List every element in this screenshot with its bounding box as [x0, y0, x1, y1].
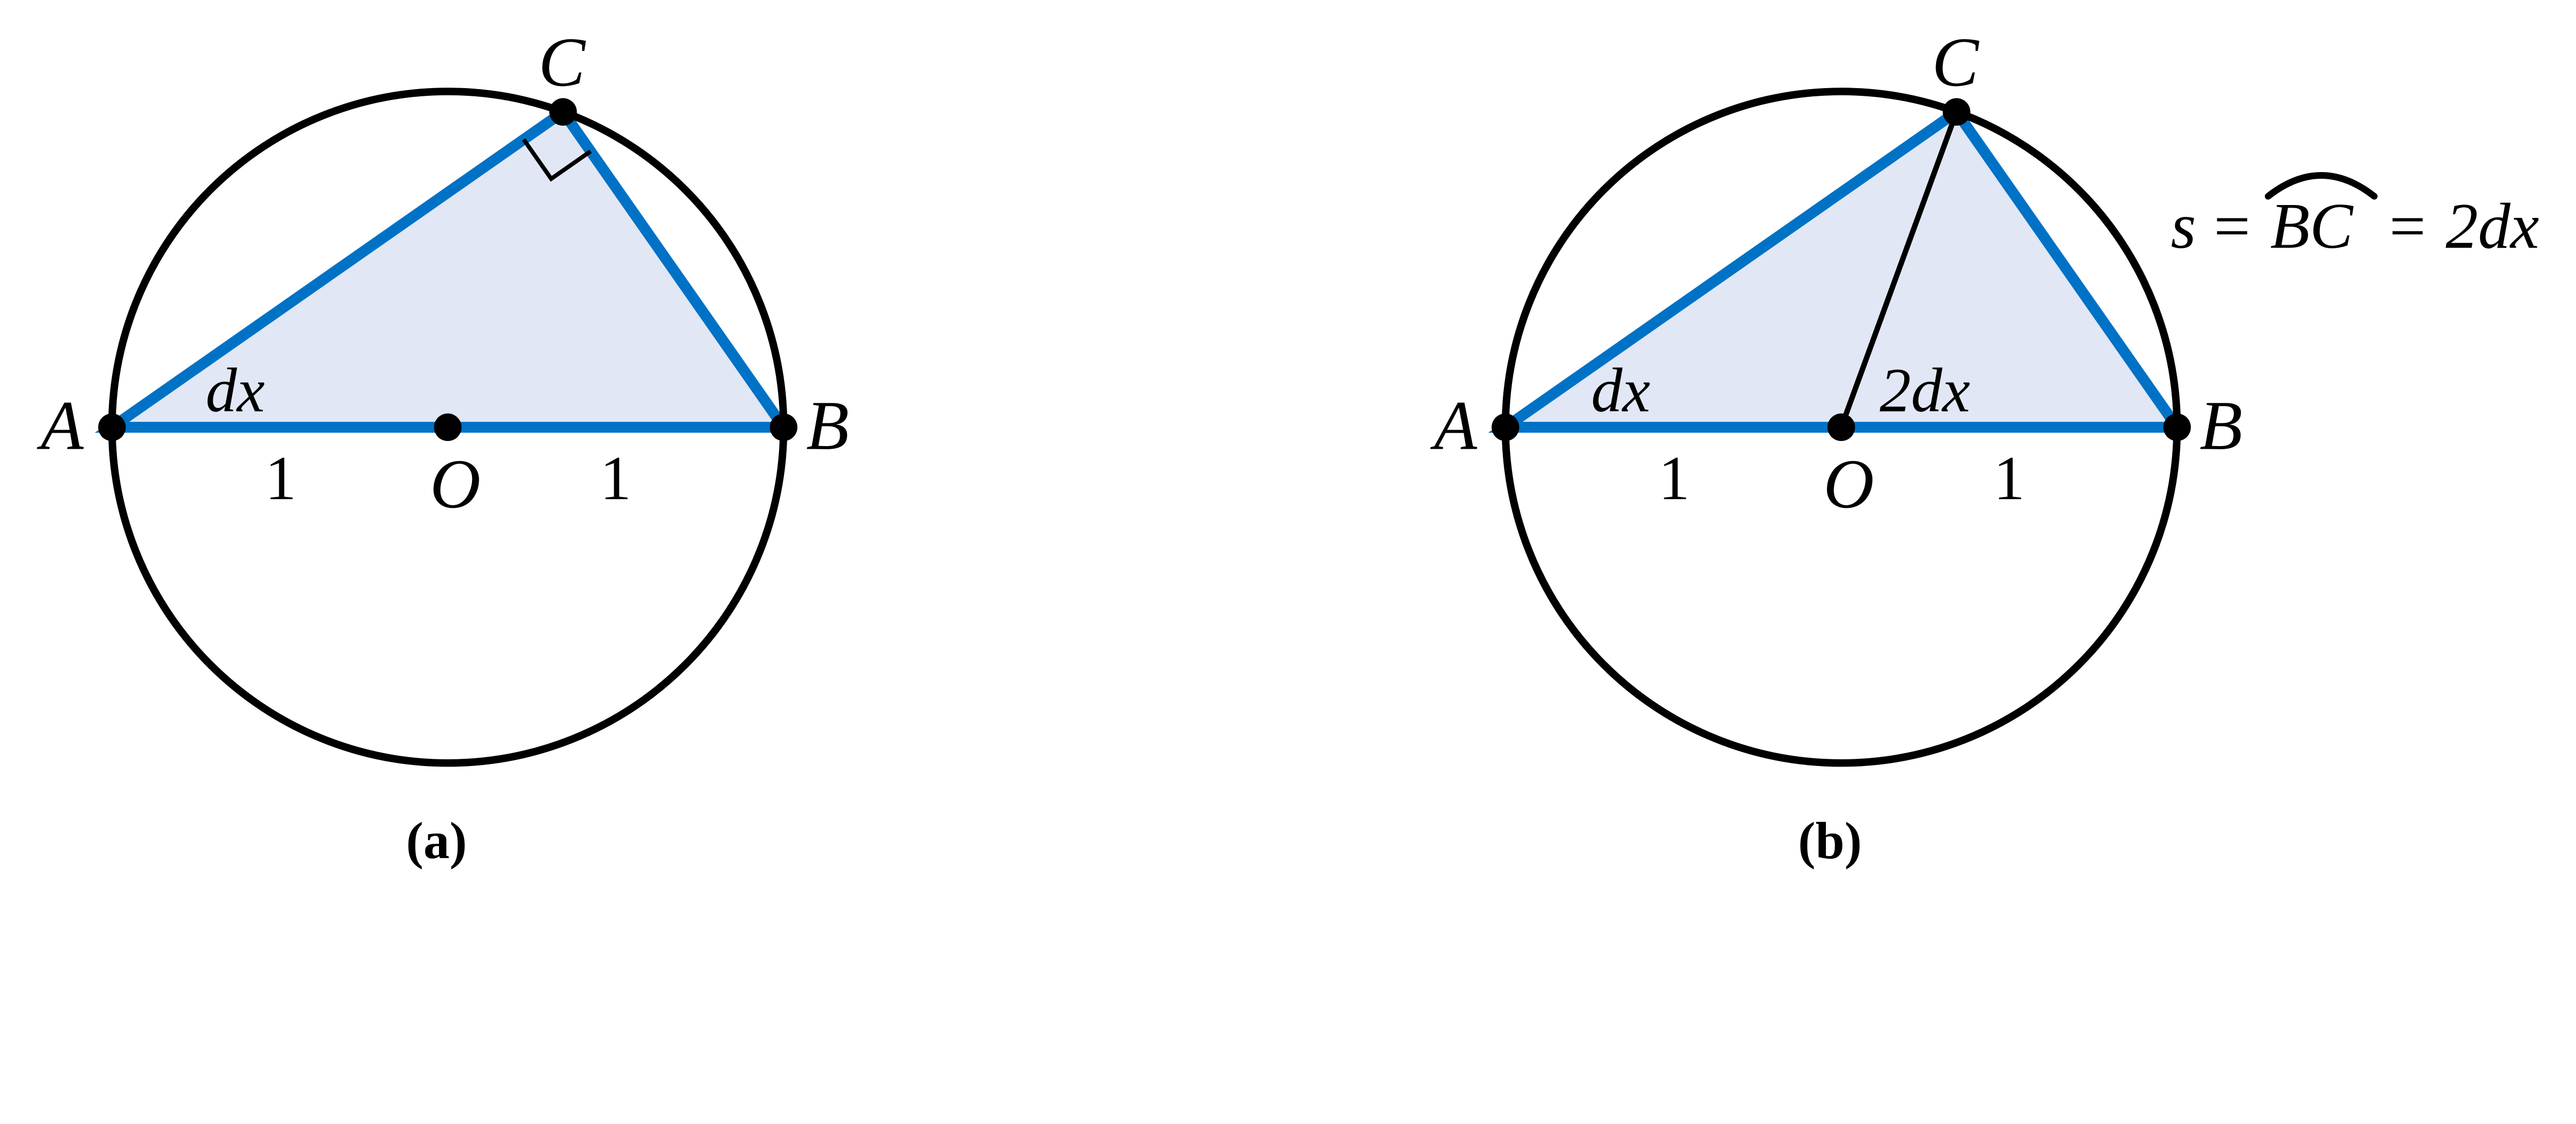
point-dot-O	[1827, 413, 1855, 441]
label-C: C	[538, 24, 586, 101]
diagram-a: A B C O dx 1 1 (a)	[37, 24, 849, 870]
label-B: B	[806, 387, 849, 465]
formula-s: s	[2171, 191, 2196, 262]
label-A: A	[37, 387, 84, 465]
point-dot-C	[1942, 98, 1971, 126]
right-angle-mark-icon	[522, 138, 592, 182]
angle-label-dx: dx	[1591, 356, 1650, 425]
label-B: B	[2199, 387, 2242, 465]
radius-line-OC	[1838, 111, 1959, 429]
point-dot-O	[434, 413, 462, 441]
figure-canvas: A B C O dx 1 1 (a) A B C O dx 2dx 1 1	[36, 24, 2539, 870]
angle-label-dx: dx	[206, 356, 265, 425]
radius-label-1-right: 1	[1993, 444, 2025, 513]
radius-label-1-left: 1	[1658, 444, 1690, 513]
radius-label-1-left: 1	[265, 444, 296, 513]
formula-equals-2: =	[2389, 191, 2426, 262]
point-dot-B	[2163, 413, 2191, 441]
label-O: O	[430, 446, 481, 523]
label-A: A	[1430, 387, 1478, 465]
point-dot-A	[1492, 413, 1519, 441]
label-C: C	[1932, 24, 1980, 101]
point-dot-A	[98, 413, 126, 441]
point-dot-C	[549, 98, 577, 126]
arc-over-BC-icon	[2264, 172, 2378, 200]
point-dot-B	[770, 413, 798, 441]
formula-equals-1: =	[2214, 191, 2250, 262]
label-O: O	[1823, 446, 1874, 523]
angle-label-2dx: 2dx	[1879, 356, 1970, 425]
geometry-figure: A B C O dx 1 1 (a) A B C O dx 2dx 1 1	[36, 24, 2539, 870]
formula-2dx: 2dx	[2446, 191, 2539, 262]
radius-label-1-right: 1	[600, 444, 632, 513]
diagram-b: A B C O dx 2dx 1 1 (b) s = BC = 2dx	[1430, 24, 2539, 870]
arc-length-formula: s = BC = 2dx	[2171, 172, 2539, 262]
formula-BC: BC	[2270, 191, 2354, 262]
caption-a: (a)	[406, 812, 467, 870]
caption-b: (b)	[1798, 812, 1862, 870]
